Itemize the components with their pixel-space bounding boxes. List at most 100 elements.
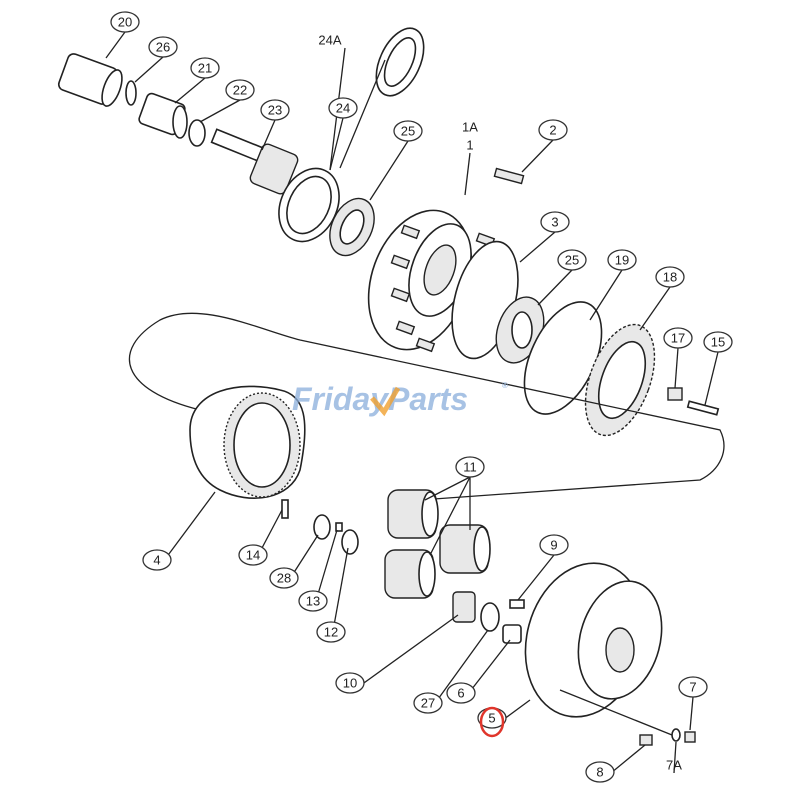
assembly-outline bbox=[128, 312, 725, 501]
callout-oval bbox=[225, 79, 255, 101]
callout-21[interactable]: 21 bbox=[190, 57, 220, 79]
callout-28[interactable]: 28 bbox=[269, 567, 299, 589]
callout-oval bbox=[557, 249, 587, 271]
callout-23[interactable]: 23 bbox=[260, 99, 290, 121]
callout-label: 23 bbox=[268, 103, 282, 118]
callout-8[interactable]: 8 bbox=[585, 761, 615, 783]
callout-label: 10 bbox=[343, 676, 357, 691]
needle-bearing-part-10 bbox=[452, 591, 476, 623]
callout-1A[interactable]: 1A bbox=[462, 120, 478, 135]
callout-24[interactable]: 24 bbox=[328, 97, 358, 119]
leader-line bbox=[537, 269, 573, 306]
bolt-part-15 bbox=[686, 400, 720, 416]
bolt-part-14 bbox=[281, 499, 289, 519]
callout-label: 20 bbox=[118, 15, 132, 30]
callout-oval bbox=[393, 120, 423, 142]
callout-9[interactable]: 9 bbox=[539, 534, 569, 556]
callout-oval bbox=[540, 211, 570, 233]
planet-gears-part-11 bbox=[384, 489, 491, 599]
callout-label: 26 bbox=[156, 40, 170, 55]
callout-label: 12 bbox=[324, 625, 338, 640]
callout-10[interactable]: 10 bbox=[335, 672, 365, 694]
callout-label: 7 bbox=[689, 680, 696, 695]
washer-part-22 bbox=[188, 119, 206, 147]
shaft-part-23 bbox=[210, 128, 299, 195]
leader-line bbox=[369, 140, 409, 201]
stud bbox=[390, 254, 411, 270]
callout-label: 1A bbox=[462, 120, 478, 135]
callout-label: 8 bbox=[596, 765, 603, 780]
callout-oval bbox=[148, 36, 178, 58]
callout-1[interactable]: 1 bbox=[466, 138, 473, 153]
callout-13[interactable]: 13 bbox=[298, 590, 328, 612]
leader-line bbox=[674, 347, 679, 389]
callout-17[interactable]: 17 bbox=[663, 327, 693, 349]
leader-line bbox=[589, 269, 623, 321]
callout-label: 5 bbox=[488, 711, 495, 726]
callout-label: 21 bbox=[198, 61, 212, 76]
callout-25[interactable]: 25 bbox=[393, 120, 423, 142]
callout-oval bbox=[585, 761, 615, 783]
callout-oval bbox=[298, 590, 328, 612]
callout-12[interactable]: 12 bbox=[316, 621, 346, 643]
callout-label: 7A bbox=[666, 758, 682, 773]
callout-oval bbox=[328, 97, 358, 119]
leader-line bbox=[339, 59, 386, 169]
callout-4[interactable]: 4 bbox=[142, 549, 172, 571]
leader-line bbox=[329, 117, 344, 171]
callout-oval bbox=[238, 544, 268, 566]
callout-24A[interactable]: 24A bbox=[318, 33, 341, 48]
watermark-registered: ® bbox=[502, 381, 508, 390]
callout-11[interactable]: 11 bbox=[455, 456, 485, 478]
callout-label: 15 bbox=[711, 335, 725, 350]
callout-15[interactable]: 15 bbox=[703, 331, 733, 353]
callout-label: 9 bbox=[550, 538, 557, 553]
callout-5[interactable]: 5 bbox=[477, 706, 507, 738]
callout-oval bbox=[538, 119, 568, 141]
leader-line bbox=[519, 231, 556, 263]
callout-20[interactable]: 20 bbox=[110, 11, 140, 33]
callout-18[interactable]: 18 bbox=[655, 266, 685, 288]
callout-label: 11 bbox=[463, 460, 477, 475]
callout-7A[interactable]: 7A bbox=[666, 758, 682, 773]
stud bbox=[390, 287, 411, 303]
plug-part-7 bbox=[684, 731, 696, 743]
callout-7[interactable]: 7 bbox=[678, 676, 708, 698]
leader-line bbox=[639, 286, 671, 331]
leader-line bbox=[464, 152, 471, 196]
callout-oval bbox=[446, 682, 476, 704]
callout-oval bbox=[110, 11, 140, 33]
callout-22[interactable]: 22 bbox=[225, 79, 255, 101]
callout-oval bbox=[260, 99, 290, 121]
plate-part-12 bbox=[341, 529, 359, 555]
callout-26[interactable]: 26 bbox=[148, 36, 178, 58]
callout-3[interactable]: 3 bbox=[540, 211, 570, 233]
callout-oval bbox=[413, 692, 443, 714]
callout-2[interactable]: 2 bbox=[538, 119, 568, 141]
callout-oval bbox=[655, 266, 685, 288]
callout-oval bbox=[539, 534, 569, 556]
leader-line bbox=[261, 119, 276, 151]
stud-part-2 bbox=[493, 167, 525, 185]
callout-14[interactable]: 14 bbox=[238, 544, 268, 566]
watermark-logo: FridayParts ® bbox=[292, 381, 508, 417]
callout-19[interactable]: 19 bbox=[607, 249, 637, 271]
callout-label: 19 bbox=[615, 253, 629, 268]
callout-oval bbox=[335, 672, 365, 694]
callout-25[interactable]: 25 bbox=[557, 249, 587, 271]
callout-label: 4 bbox=[153, 553, 160, 568]
callout-27[interactable]: 27 bbox=[413, 692, 443, 714]
stud bbox=[415, 337, 436, 353]
callout-oval bbox=[455, 456, 485, 478]
callout-label: 14 bbox=[246, 548, 260, 563]
callout-label: 1 bbox=[466, 138, 473, 153]
callout-6[interactable]: 6 bbox=[446, 682, 476, 704]
callout-oval bbox=[663, 327, 693, 349]
callout-label: 3 bbox=[551, 215, 558, 230]
bolt-part-8 bbox=[559, 689, 673, 736]
leader-line bbox=[673, 741, 677, 774]
stud bbox=[395, 320, 416, 336]
